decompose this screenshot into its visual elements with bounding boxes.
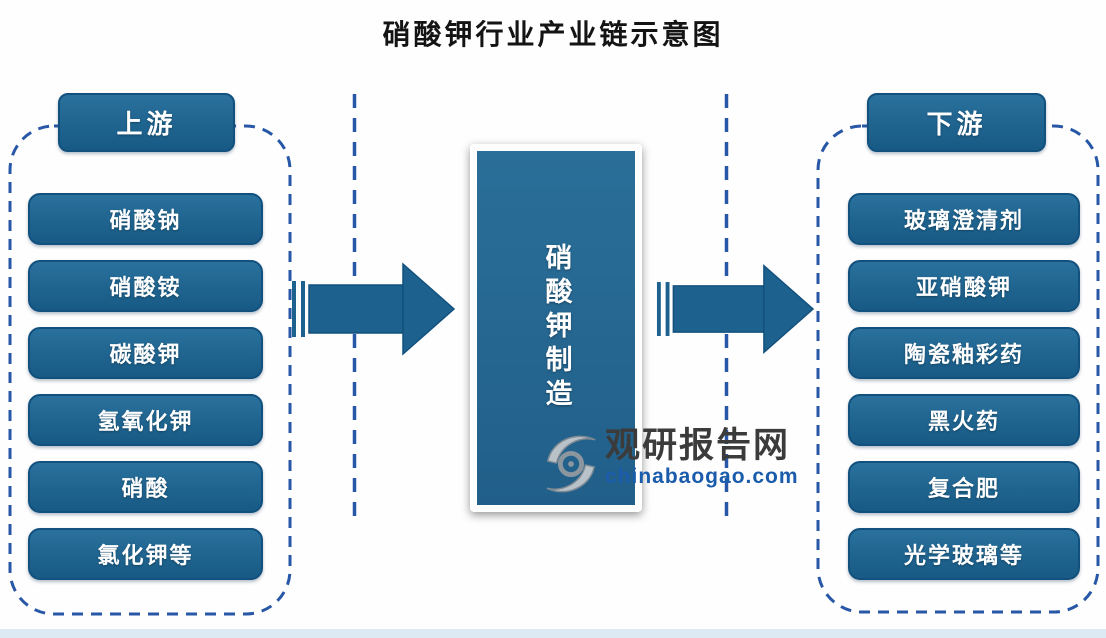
upstream-item: 碳酸钾 xyxy=(28,327,263,379)
flow-arrow-left-icon xyxy=(292,262,455,356)
downstream-item: 复合肥 xyxy=(848,461,1080,513)
upstream-item: 硝酸钠 xyxy=(28,193,263,245)
watermark-logo-icon xyxy=(546,435,596,493)
upstream-item: 硝酸 xyxy=(28,461,263,513)
upstream-item: 氢氧化钾 xyxy=(28,394,263,446)
watermark-site: chinabaogao.com xyxy=(605,465,799,488)
downstream-item: 亚硝酸钾 xyxy=(848,260,1080,312)
watermark-text: 观研报告网 chinabaogao.com xyxy=(605,428,799,487)
watermark-brand: 观研报告网 xyxy=(605,425,791,466)
upstream-item-list: 硝酸钠 硝酸铵 碳酸钾 氢氧化钾 硝酸 氯化钾等 xyxy=(28,193,263,580)
bottom-edge-strip xyxy=(0,629,1106,638)
upstream-header: 上游 xyxy=(58,93,235,152)
diagram-title: 硝酸钾行业产业链示意图 xyxy=(382,18,724,51)
downstream-item-list: 玻璃澄清剂 亚硝酸钾 陶瓷釉彩药 黑火药 复合肥 光学玻璃等 xyxy=(848,193,1080,580)
watermark: 观研报告网 chinabaogao.com xyxy=(542,428,799,500)
midstream-box-fill: 硝酸钾制造 xyxy=(477,151,635,505)
upstream-item: 氯化钾等 xyxy=(28,528,263,580)
downstream-item: 黑火药 xyxy=(848,394,1080,446)
downstream-item: 光学玻璃等 xyxy=(848,528,1080,580)
downstream-item: 玻璃澄清剂 xyxy=(848,193,1080,245)
downstream-item: 陶瓷釉彩药 xyxy=(848,327,1080,379)
downstream-header: 下游 xyxy=(867,93,1046,152)
upstream-item: 硝酸铵 xyxy=(28,260,263,312)
midstream-label: 硝酸钾制造 xyxy=(540,243,572,413)
flow-arrow-right-icon xyxy=(656,264,814,354)
